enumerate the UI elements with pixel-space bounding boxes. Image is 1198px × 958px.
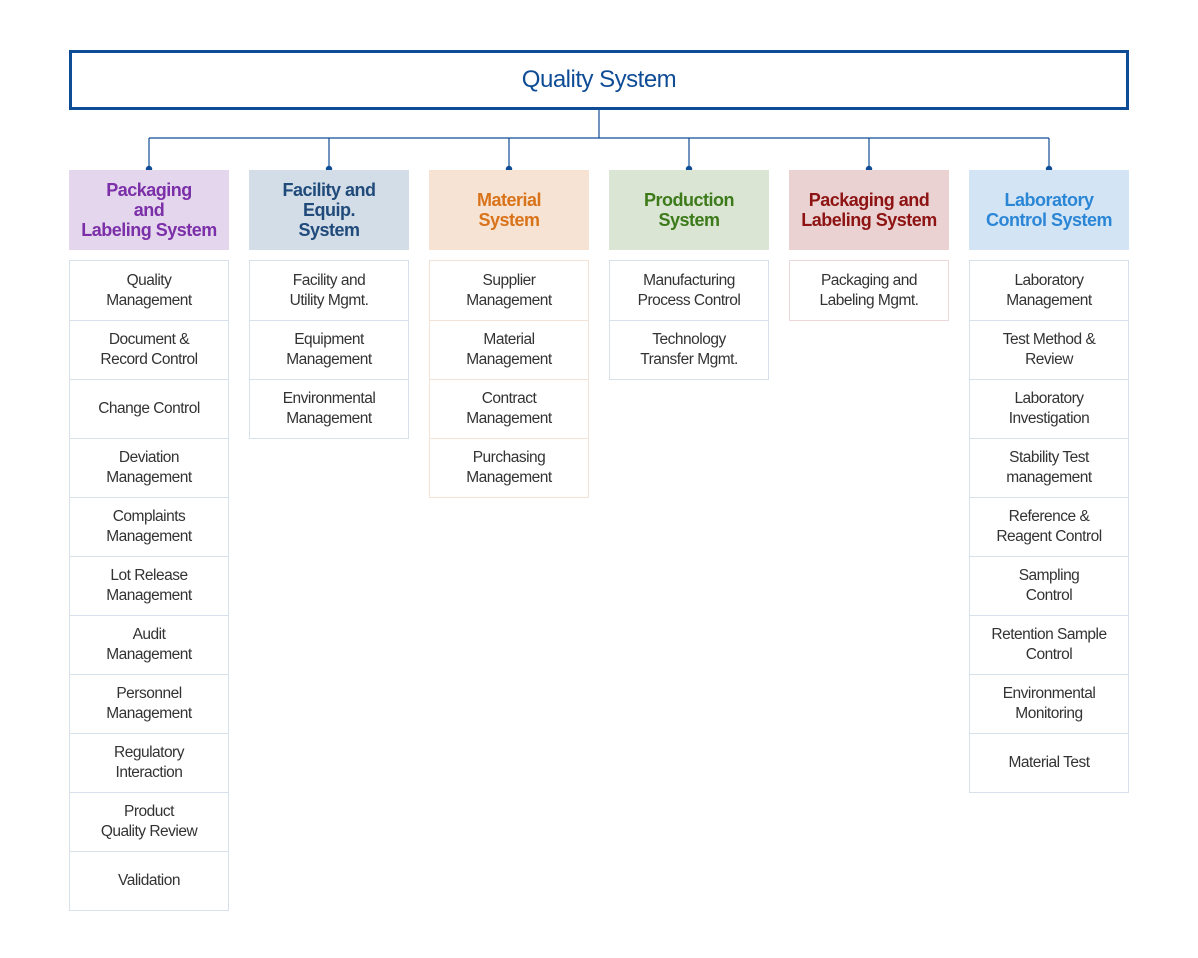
subsystem-item: Purchasing Management <box>430 438 588 497</box>
subsystem-item: Retention Sample Control <box>970 615 1128 674</box>
subsystem-item: Audit Management <box>70 615 228 674</box>
subsystem-item: Validation <box>70 851 228 910</box>
subsystem-item: Material Test <box>970 733 1128 792</box>
system-heading: Production System <box>609 170 769 250</box>
connector-drops <box>145 138 1053 173</box>
subsystem-item: Contract Management <box>430 379 588 438</box>
subsystem-list: Facility and Utility Mgmt. Equipment Mana… <box>249 260 409 439</box>
subsystem-item: Personnel Management <box>70 674 228 733</box>
subsystem-item: Material Management <box>430 320 588 379</box>
subsystem-item: Change Control <box>70 379 228 438</box>
subsystem-item: Equipment Management <box>250 320 408 379</box>
subsystem-item: Manufacturing Process Control <box>637 271 741 309</box>
root-node: Quality System <box>69 50 1129 110</box>
subsystem-item: Lot Release Management <box>70 556 228 615</box>
subsystem-item: Complaints Management <box>70 497 228 556</box>
subsystem-item: Product Quality Review <box>70 792 228 851</box>
system-heading: Material System <box>429 170 589 250</box>
subsystem-item: Stability Test management <box>970 438 1128 497</box>
subsystem-item: Laboratory Investigation <box>970 379 1128 438</box>
subsystem-list: Packaging and Labeling Mgmt. <box>789 260 949 321</box>
root-title: Quality System <box>521 66 677 93</box>
system-heading: Packaging and Labeling System <box>69 170 229 250</box>
subsystem-item: Deviation Management <box>70 438 228 497</box>
subsystem-item: Document & Record Control <box>70 320 228 379</box>
subsystem-item: Supplier Management <box>466 271 552 309</box>
system-heading: Laboratory Control System <box>969 170 1129 250</box>
subsystem-item: Test Method & Review <box>970 320 1128 379</box>
subsystem-item: Reference & Reagent Control <box>970 497 1128 556</box>
subsystem-item: Facility and Utility Mgmt. <box>289 271 369 309</box>
subsystem-item: Environmental Monitoring <box>970 674 1128 733</box>
system-heading: Facility and Equip. System <box>249 170 409 250</box>
subsystem-item: Packaging and Labeling Mgmt. <box>819 271 919 309</box>
subsystem-item: Technology Transfer Mgmt. <box>610 320 768 379</box>
subsystem-item: Regulatory Interaction <box>70 733 228 792</box>
subsystem-item: Sampling Control <box>970 556 1128 615</box>
system-heading: Packaging and Labeling System <box>789 170 949 250</box>
subsystem-item: Laboratory Management <box>1006 271 1092 309</box>
subsystem-item: Environmental Management <box>250 379 408 438</box>
subsystem-item: Quality Management <box>106 271 192 309</box>
